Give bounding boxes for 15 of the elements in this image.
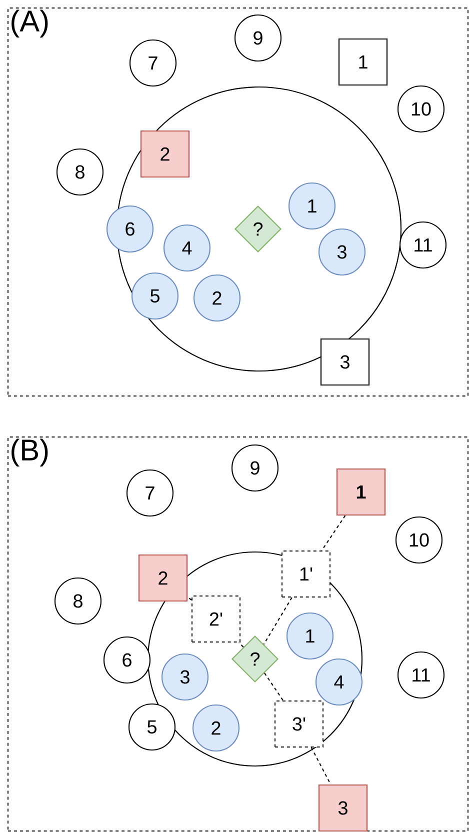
connector-line (321, 515, 346, 551)
dashed-square: 3' (274, 700, 324, 748)
number-square: 2 (138, 554, 188, 602)
connector-line (238, 642, 244, 648)
number-square: 3 (318, 784, 368, 832)
connector-line (263, 597, 292, 645)
dashed-square: 2' (192, 596, 240, 642)
dashed-square: 1' (282, 550, 330, 598)
number-square: 1 (336, 468, 386, 516)
number-square: 3 (320, 338, 370, 386)
number-square: 1 (338, 38, 388, 86)
number-square: 2 (140, 130, 190, 178)
connector-line (187, 596, 192, 600)
connector-line (264, 672, 284, 701)
connector-line (310, 747, 332, 785)
